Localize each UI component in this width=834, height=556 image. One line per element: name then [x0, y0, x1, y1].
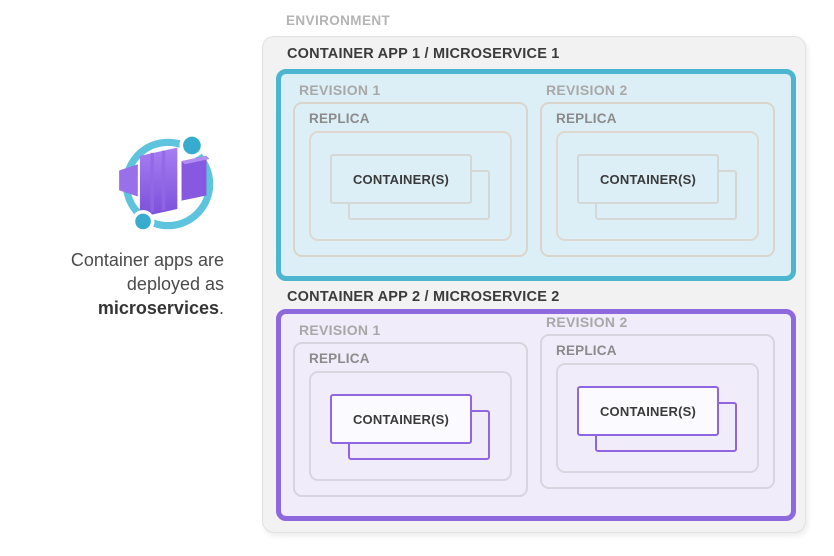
replica-box: REPLICA CONTAINER(S) [540, 102, 775, 257]
replica-box: REPLICA CONTAINER(S) [540, 334, 775, 489]
replica-box: REPLICA CONTAINER(S) [293, 102, 528, 257]
environment-label: ENVIRONMENT [286, 13, 391, 28]
replica-box: REPLICA CONTAINER(S) [293, 342, 528, 497]
container-box-front: CONTAINER(S) [330, 394, 472, 444]
replica-label: REPLICA [309, 111, 370, 126]
revision-label: REVISION 2 [546, 314, 628, 330]
container-box-front: CONTAINER(S) [577, 386, 719, 436]
container-app-2-title: CONTAINER APP 2 / MICROSERVICE 2 [287, 289, 560, 305]
caption-bold-word: microservices [97, 298, 219, 318]
caption-line-2: deployed as [126, 274, 224, 294]
environment-box: CONTAINER APP 1 / MICROSERVICE 1 REVISIO… [262, 36, 806, 533]
replica-label: REPLICA [556, 111, 617, 126]
container-app-1-title: CONTAINER APP 1 / MICROSERVICE 1 [287, 46, 560, 62]
app1-revision-2: REVISION 2 REPLICA CONTAINER(S) [540, 80, 775, 257]
replica-label: REPLICA [309, 351, 370, 366]
pod-box: CONTAINER(S) [309, 131, 512, 241]
caption-line-1: Container apps are [70, 250, 224, 270]
revision-label: REVISION 2 [546, 82, 628, 98]
pod-box: CONTAINER(S) [556, 131, 759, 241]
replica-label: REPLICA [556, 343, 617, 358]
app2-revision-2: REVISION 2 REPLICA CONTAINER(S) [540, 312, 775, 489]
revision-label: REVISION 1 [299, 322, 381, 338]
container-apps-icon [119, 133, 214, 233]
pod-box: CONTAINER(S) [556, 363, 759, 473]
container-box-front: CONTAINER(S) [330, 154, 472, 204]
container-app-2-box: REVISION 1 REPLICA CONTAINER(S) REVISION… [276, 309, 796, 521]
caption-text: Container apps are deployed as microserv… [28, 248, 224, 320]
container-box-front: CONTAINER(S) [577, 154, 719, 204]
caption-period: . [218, 298, 224, 318]
revision-label: REVISION 1 [299, 82, 381, 98]
app2-revision-1: REVISION 1 REPLICA CONTAINER(S) [293, 320, 528, 497]
app1-revision-1: REVISION 1 REPLICA CONTAINER(S) [293, 80, 528, 257]
pod-box: CONTAINER(S) [309, 371, 512, 481]
container-app-1-box: REVISION 1 REPLICA CONTAINER(S) REVISION… [276, 69, 796, 281]
